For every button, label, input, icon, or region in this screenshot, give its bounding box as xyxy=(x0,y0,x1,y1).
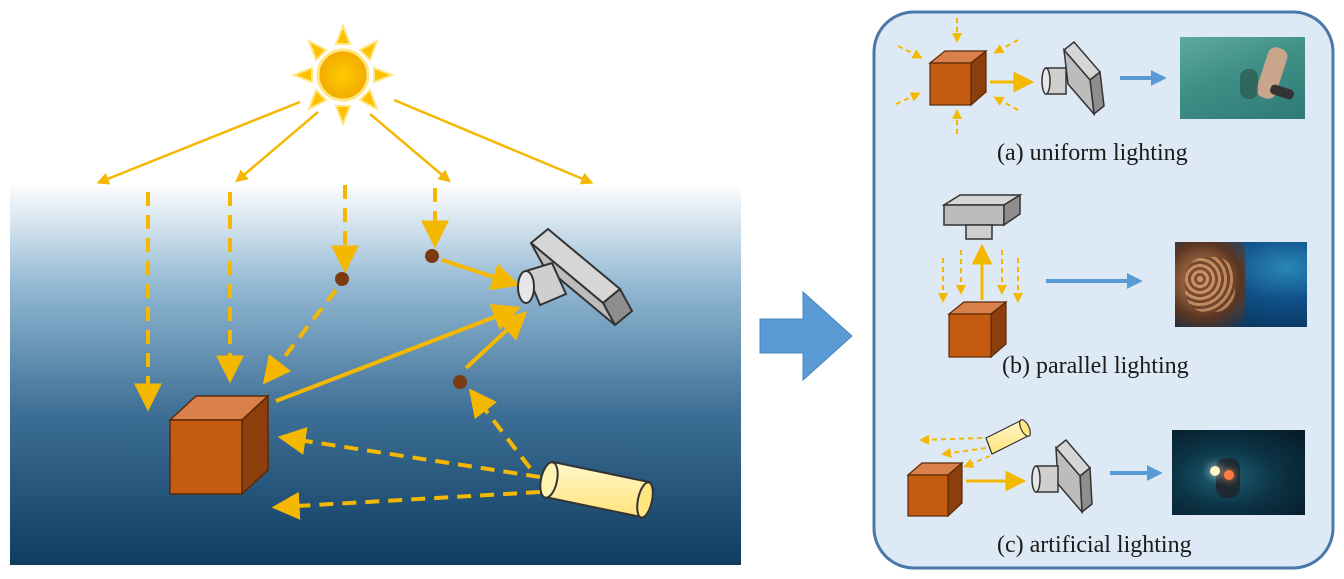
object-cube-icon xyxy=(168,394,270,496)
diver-with-torch-photo xyxy=(1172,430,1305,515)
camera-icon-b xyxy=(941,193,1023,240)
caption-parallel-lighting: (b) parallel lighting xyxy=(1002,353,1189,379)
vertical-dashed-rays xyxy=(134,185,449,412)
direct-rays xyxy=(275,258,528,403)
row-artificial-lighting xyxy=(906,419,1163,518)
caption-artificial-lighting: (c) artificial lighting xyxy=(997,532,1192,558)
flashlight-icon-c xyxy=(985,419,1031,455)
scattered-rays xyxy=(262,288,541,520)
cube-icon-b xyxy=(947,300,1008,359)
camera-icon-a xyxy=(1041,40,1105,117)
caption-uniform-lighting: (a) uniform lighting xyxy=(997,140,1188,166)
coral-reef-photo xyxy=(1175,242,1307,327)
sun-rays xyxy=(96,98,594,185)
arrow-right-icon xyxy=(759,290,853,382)
lighting-panel xyxy=(872,10,1335,570)
cube-icon-a xyxy=(928,49,988,107)
cube-icon-c xyxy=(906,461,964,518)
sun-icon xyxy=(291,23,395,127)
shallow-water-swimmer-photo xyxy=(1180,37,1305,119)
camera-icon xyxy=(517,227,634,327)
flashlight-icon xyxy=(539,460,654,519)
scattering-particles xyxy=(335,249,467,389)
row-parallel-lighting xyxy=(938,193,1143,359)
camera-icon-c xyxy=(1031,438,1093,515)
row-uniform-lighting xyxy=(895,18,1167,134)
